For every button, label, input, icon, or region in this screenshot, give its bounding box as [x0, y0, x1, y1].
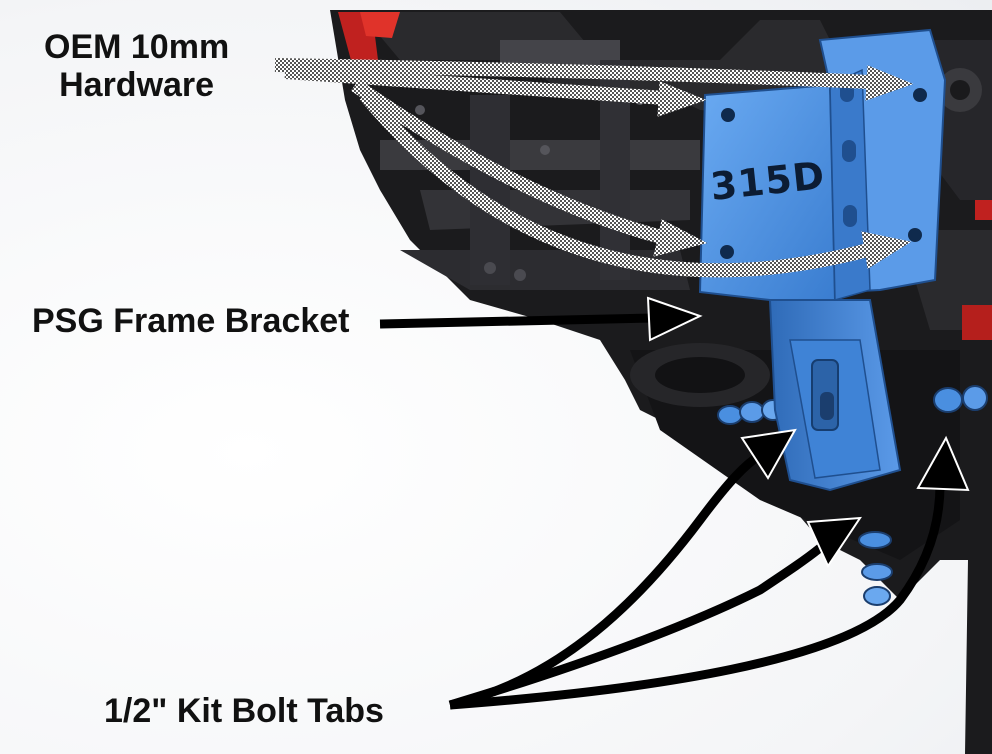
kit-bolt-tabs-label: 1/2" Kit Bolt Tabs — [104, 692, 384, 730]
psg-bracket-arrow — [379, 296, 703, 342]
kit-bolt-tab-arrows — [448, 451, 945, 710]
oem-hardware-label: OEM 10mm Hardware — [44, 28, 229, 104]
oem-hardware-arrows — [274, 58, 914, 278]
oem-hardware-label-line2: Hardware — [59, 66, 215, 105]
psg-frame-bracket-label: PSG Frame Bracket — [32, 302, 350, 340]
oem-hardware-label-line1: OEM 10mm — [44, 28, 230, 66]
kit-bolt-tab-arrowheads — [740, 428, 970, 569]
psg-frame-bracket: 315D — [698, 28, 947, 492]
